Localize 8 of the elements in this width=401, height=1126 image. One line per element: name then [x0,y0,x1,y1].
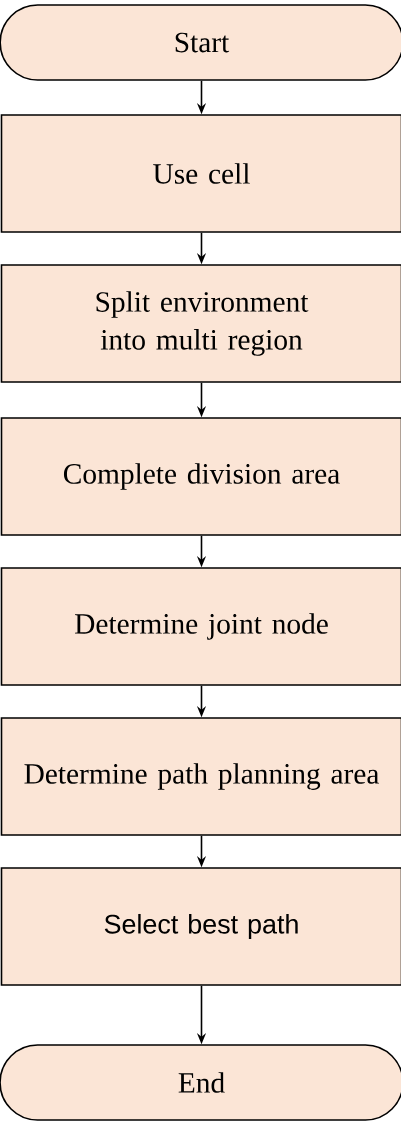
process-box: Determine path planning area [0,717,401,836]
process-box: Complete division area [0,417,401,536]
process-box: Determine joint node [0,567,401,686]
process-box: Split environment into multi region [0,264,401,383]
terminal-box: Start [0,4,401,81]
process-box: Select best path [0,867,401,986]
process-box: Use cell [0,114,401,233]
terminal-box: End [0,1044,401,1121]
